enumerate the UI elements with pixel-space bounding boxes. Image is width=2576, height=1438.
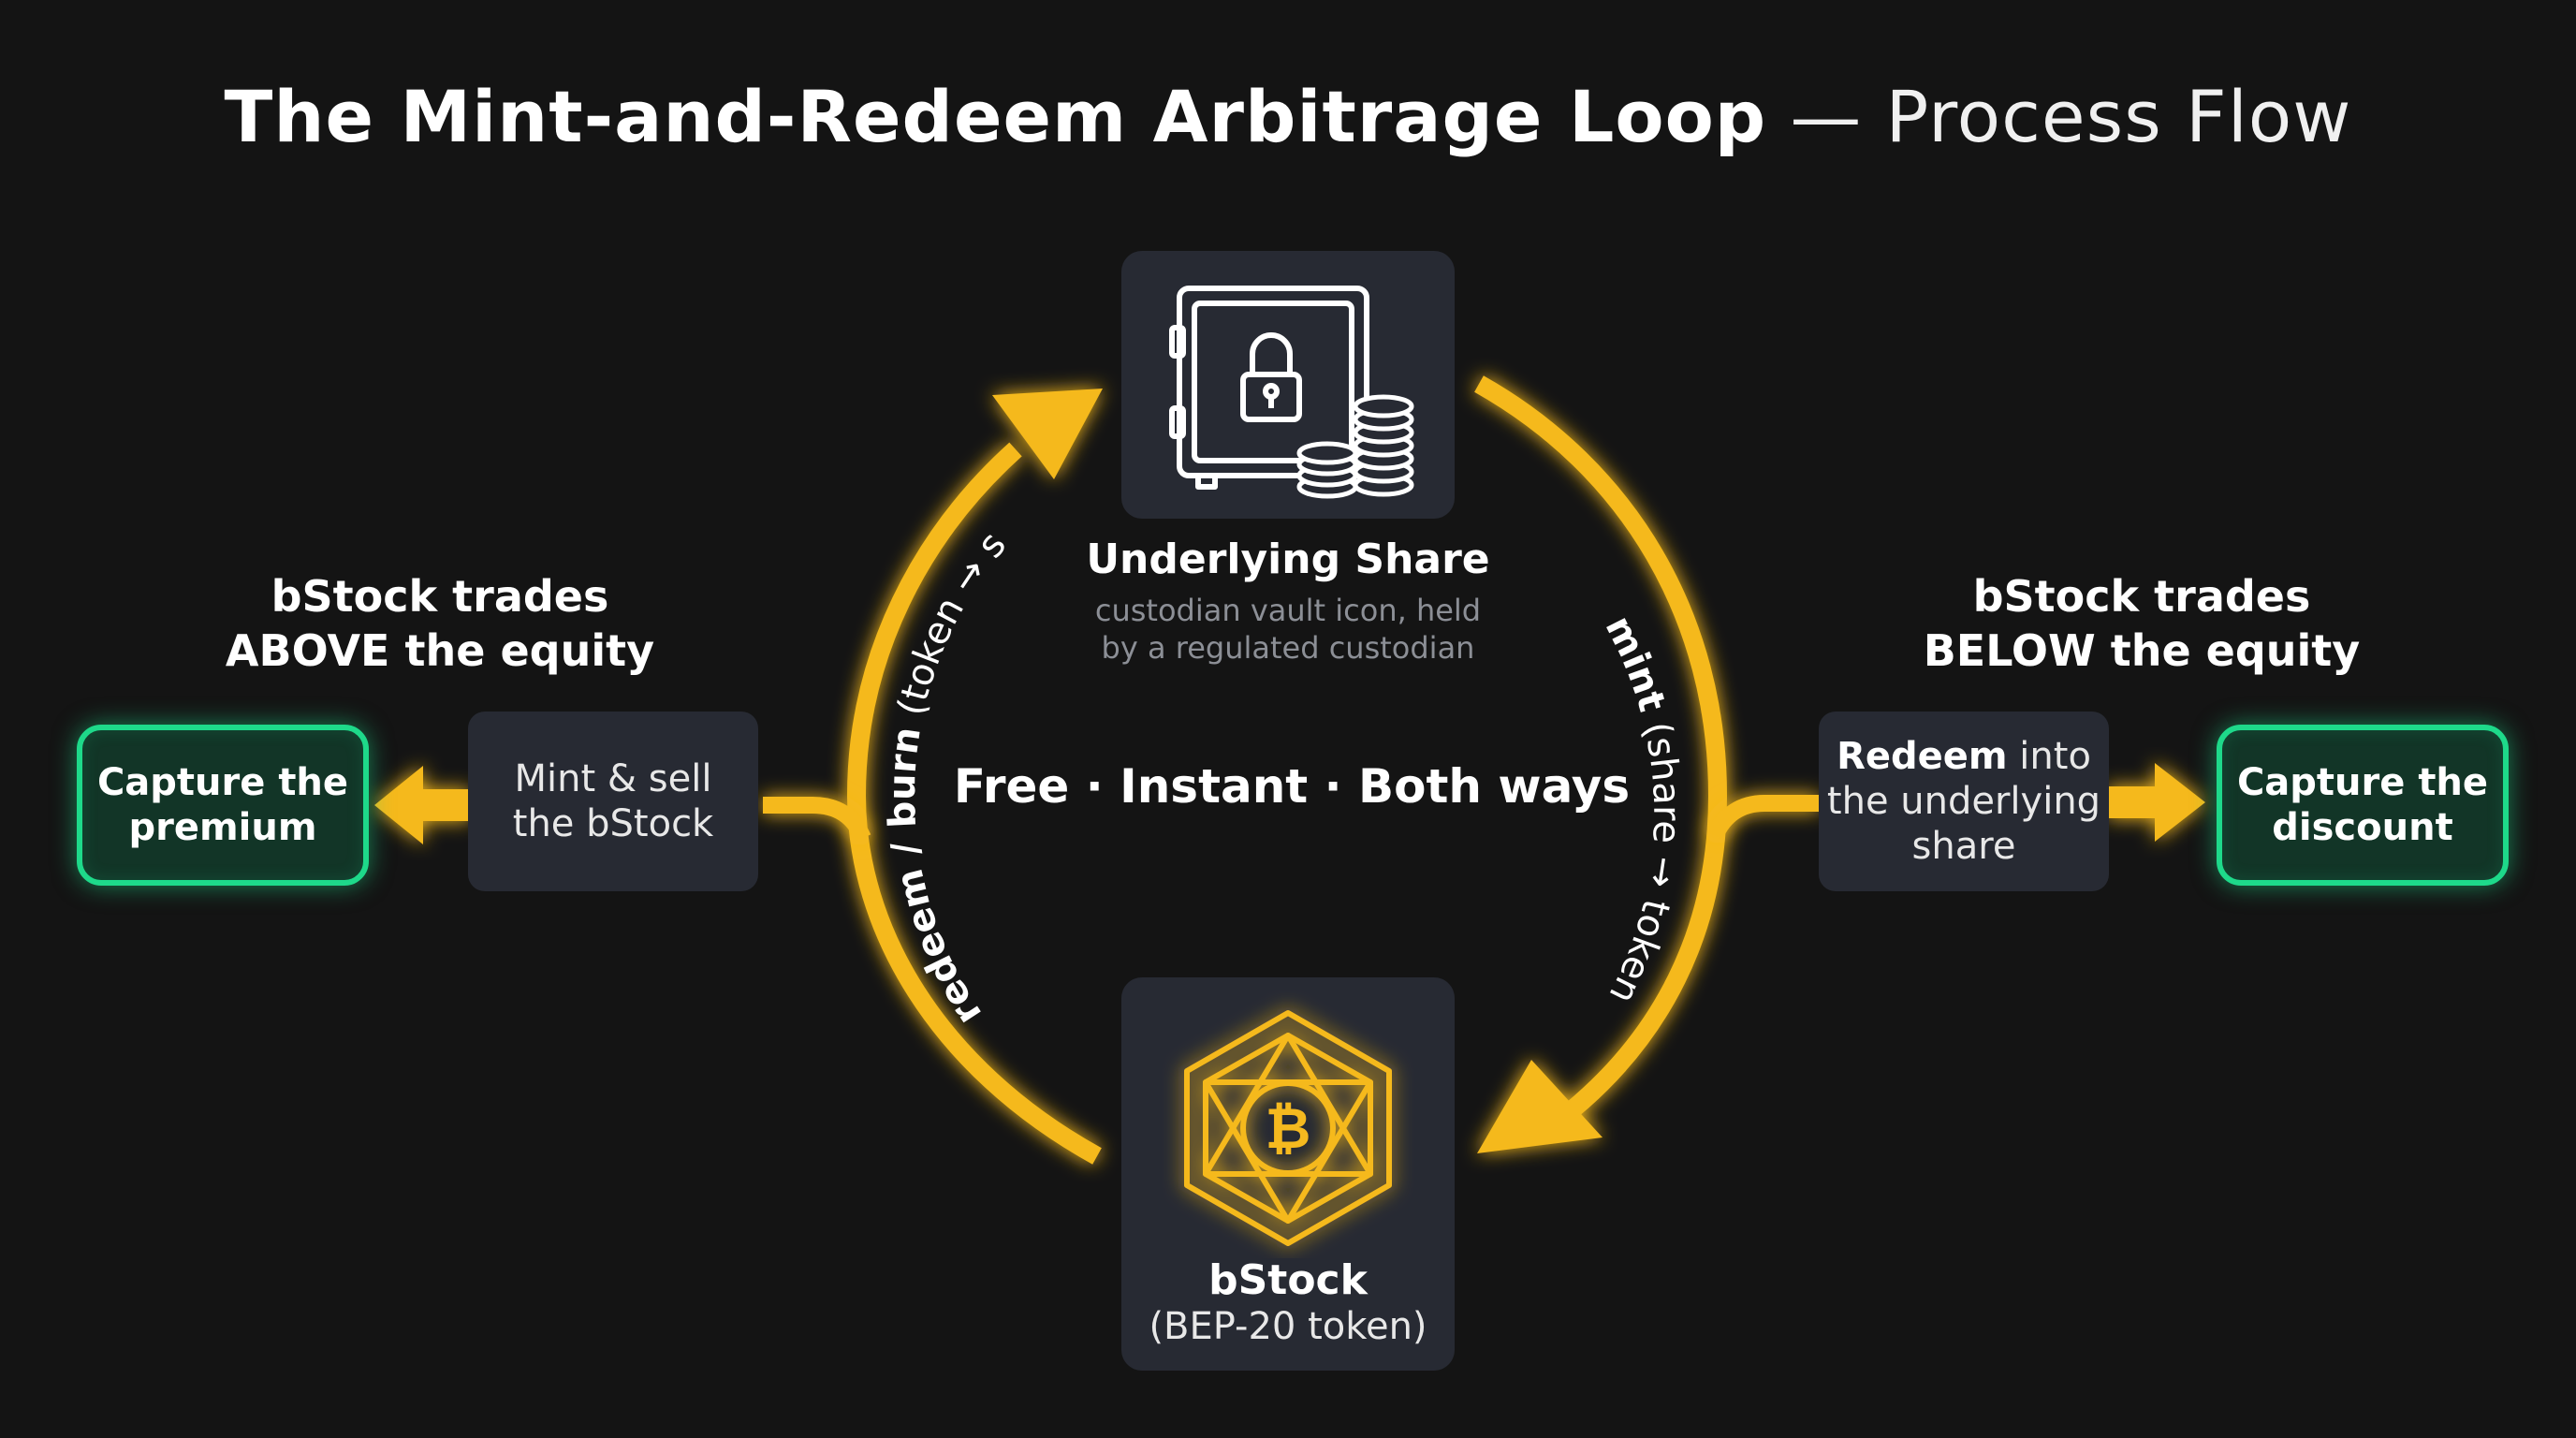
mint-sell-line-2: the bStock	[512, 802, 714, 845]
page-title: The Mint-and-Redeem Arbitrage Loop — Pro…	[0, 66, 2576, 169]
discount-arrowhead	[2155, 763, 2205, 842]
bitcoin-token-icon: ₿	[1184, 1010, 1392, 1246]
left-condition-line-2: ABOVE the equity	[225, 625, 655, 676]
capture-discount-line-2: discount	[2272, 806, 2453, 849]
left-condition: bStock trades ABOVE the equity	[159, 569, 721, 678]
mint-arrowhead	[1477, 1060, 1603, 1153]
redeem-line-3: share	[1911, 825, 2016, 868]
capture-premium-box: Capture the premium	[77, 725, 369, 886]
redeem-arrowhead	[992, 389, 1103, 479]
redeem-bold: Redeem	[1837, 735, 2008, 778]
left-connector	[374, 766, 871, 844]
redeem-line-1-rest: into	[2007, 735, 2091, 778]
premium-arrowhead	[374, 766, 423, 844]
redeem-line-2: the underlying	[1826, 780, 2101, 823]
right-condition-line-1: bStock trades	[1972, 571, 2311, 622]
mint-sell-line-1: Mint & sell	[514, 757, 712, 800]
bstock-card: ₿	[1121, 977, 1455, 1371]
redeem-box: Redeem into the underlying share	[1819, 712, 2109, 891]
underlying-share-desc-1: custodian vault icon, held	[1094, 593, 1482, 628]
underlying-share-desc-2: by a regulated custodian	[1101, 630, 1475, 666]
bstock-desc: (BEP-20 token)	[1149, 1305, 1427, 1348]
underlying-share-label: Underlying Share	[1086, 536, 1490, 583]
mint-arc	[1474, 375, 1728, 1153]
right-condition-line-2: BELOW the equity	[1923, 625, 2361, 676]
title-suffix: — Process Flow	[1766, 75, 2352, 158]
redeem-line-1: Redeem into	[1827, 734, 2100, 779]
right-connector	[1706, 763, 2205, 842]
vault-icon	[1169, 286, 1414, 499]
title-main: The Mint-and-Redeem Arbitrage Loop	[224, 75, 1767, 158]
right-condition: bStock trades BELOW the equity	[1861, 569, 2422, 678]
mint-sell-box: Mint & sell the bStock	[468, 712, 758, 891]
capture-discount-box: Capture the discount	[2217, 725, 2509, 886]
redeem-arc	[846, 389, 1103, 1165]
underlying-share-card	[1121, 251, 1455, 519]
svg-text:₿: ₿	[1266, 1096, 1311, 1162]
bstock-label: bStock	[1208, 1256, 1368, 1304]
capture-premium-line-1: Capture the	[96, 761, 349, 804]
center-label: Free · Instant · Both ways	[953, 759, 1631, 814]
capture-premium-line-2: premium	[128, 806, 317, 849]
capture-discount-line-1: Capture the	[2236, 761, 2489, 804]
left-condition-line-1: bStock trades	[271, 571, 609, 622]
